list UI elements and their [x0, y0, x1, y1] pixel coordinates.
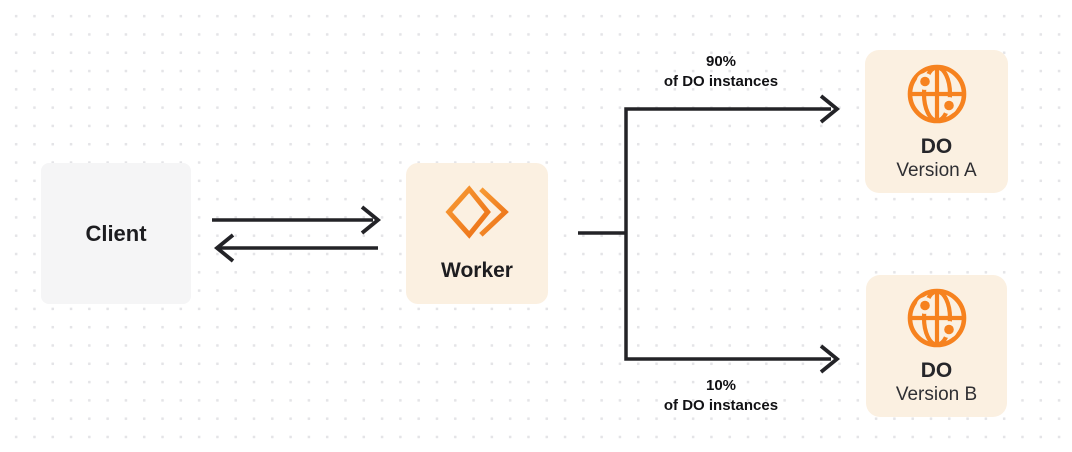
globe-dot — [919, 76, 930, 86]
worker-node: Worker — [406, 163, 548, 304]
do-version-b-node: DO Version B — [866, 275, 1007, 417]
branch-bottom-label: 10% of DO instances — [601, 376, 841, 416]
branch-bottom-caption: of DO instances — [663, 397, 779, 414]
branch-top-label: 90% of DO instances — [601, 52, 841, 92]
arrowhead-version-b — [819, 344, 841, 374]
do-version-a-node: DO Version A — [865, 50, 1008, 193]
client-label: Client — [85, 220, 147, 246]
do-b-subtitle: Version B — [895, 384, 978, 405]
arrow-client-to-worker — [212, 205, 382, 235]
branch-bottom-percent: 10% — [705, 377, 737, 394]
do-a-title: DO — [920, 134, 953, 158]
arrow-worker-to-client — [213, 233, 378, 263]
branch-top-percent: 90% — [705, 53, 737, 70]
client-node: Client — [41, 163, 191, 304]
cloudflare-workers-icon — [445, 184, 509, 239]
globe-dot — [943, 324, 954, 335]
worker-label: Worker — [441, 258, 513, 282]
do-a-subtitle: Version A — [896, 159, 977, 181]
branch-top-caption: of DO instances — [663, 73, 779, 90]
do-b-title: DO — [920, 359, 953, 382]
durable-object-globe-icon — [907, 288, 966, 348]
arrow-branch-to-version-a — [624, 94, 841, 374]
durable-object-globe-icon — [907, 64, 966, 123]
globe-dot — [943, 100, 954, 110]
globe-dot — [919, 300, 930, 311]
